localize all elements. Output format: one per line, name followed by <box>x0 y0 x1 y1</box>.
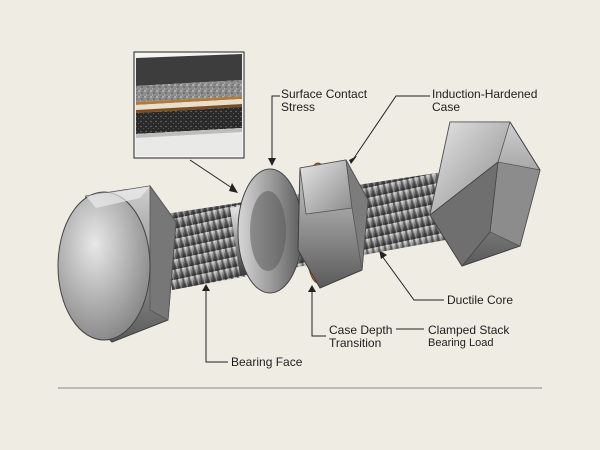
label-ductile-core: Ductile Core <box>447 293 514 307</box>
arrowhead-case-depth <box>308 285 316 292</box>
leader-ductile-core <box>381 255 444 301</box>
label-bearing-face: Bearing Face <box>231 355 303 369</box>
leader-inset <box>189 159 233 189</box>
bolt-assembly <box>57 121 541 343</box>
bolt-head <box>57 184 177 343</box>
label-surface-contact-stress: Surface Contact Stress <box>281 87 368 114</box>
arrowhead-bearing-face <box>202 284 210 291</box>
leader-case-depth <box>311 292 326 337</box>
leader-bearing-face <box>205 290 228 363</box>
leader-surface-contact <box>271 95 280 160</box>
arrowhead-induction-hardened <box>349 156 357 164</box>
arrowhead-inset <box>229 183 238 193</box>
far-hex-nut <box>429 121 541 267</box>
leader-lines <box>189 95 444 363</box>
clamped-stack <box>237 159 369 294</box>
label-case-depth-transition: Case Depth Transition <box>329 323 393 350</box>
leader-induction-hardened <box>353 95 430 159</box>
bolt-head-face <box>57 191 151 341</box>
label-clamped-stack-bearing-load: Clamped Stack Bearing Load <box>428 323 510 350</box>
arrowhead-ductile-core <box>379 250 387 259</box>
case-layer-inset <box>133 51 245 159</box>
label-induction-hardened-case: Induction-Hardened Case <box>432 87 538 114</box>
arrowhead-surface-contact <box>268 158 276 166</box>
